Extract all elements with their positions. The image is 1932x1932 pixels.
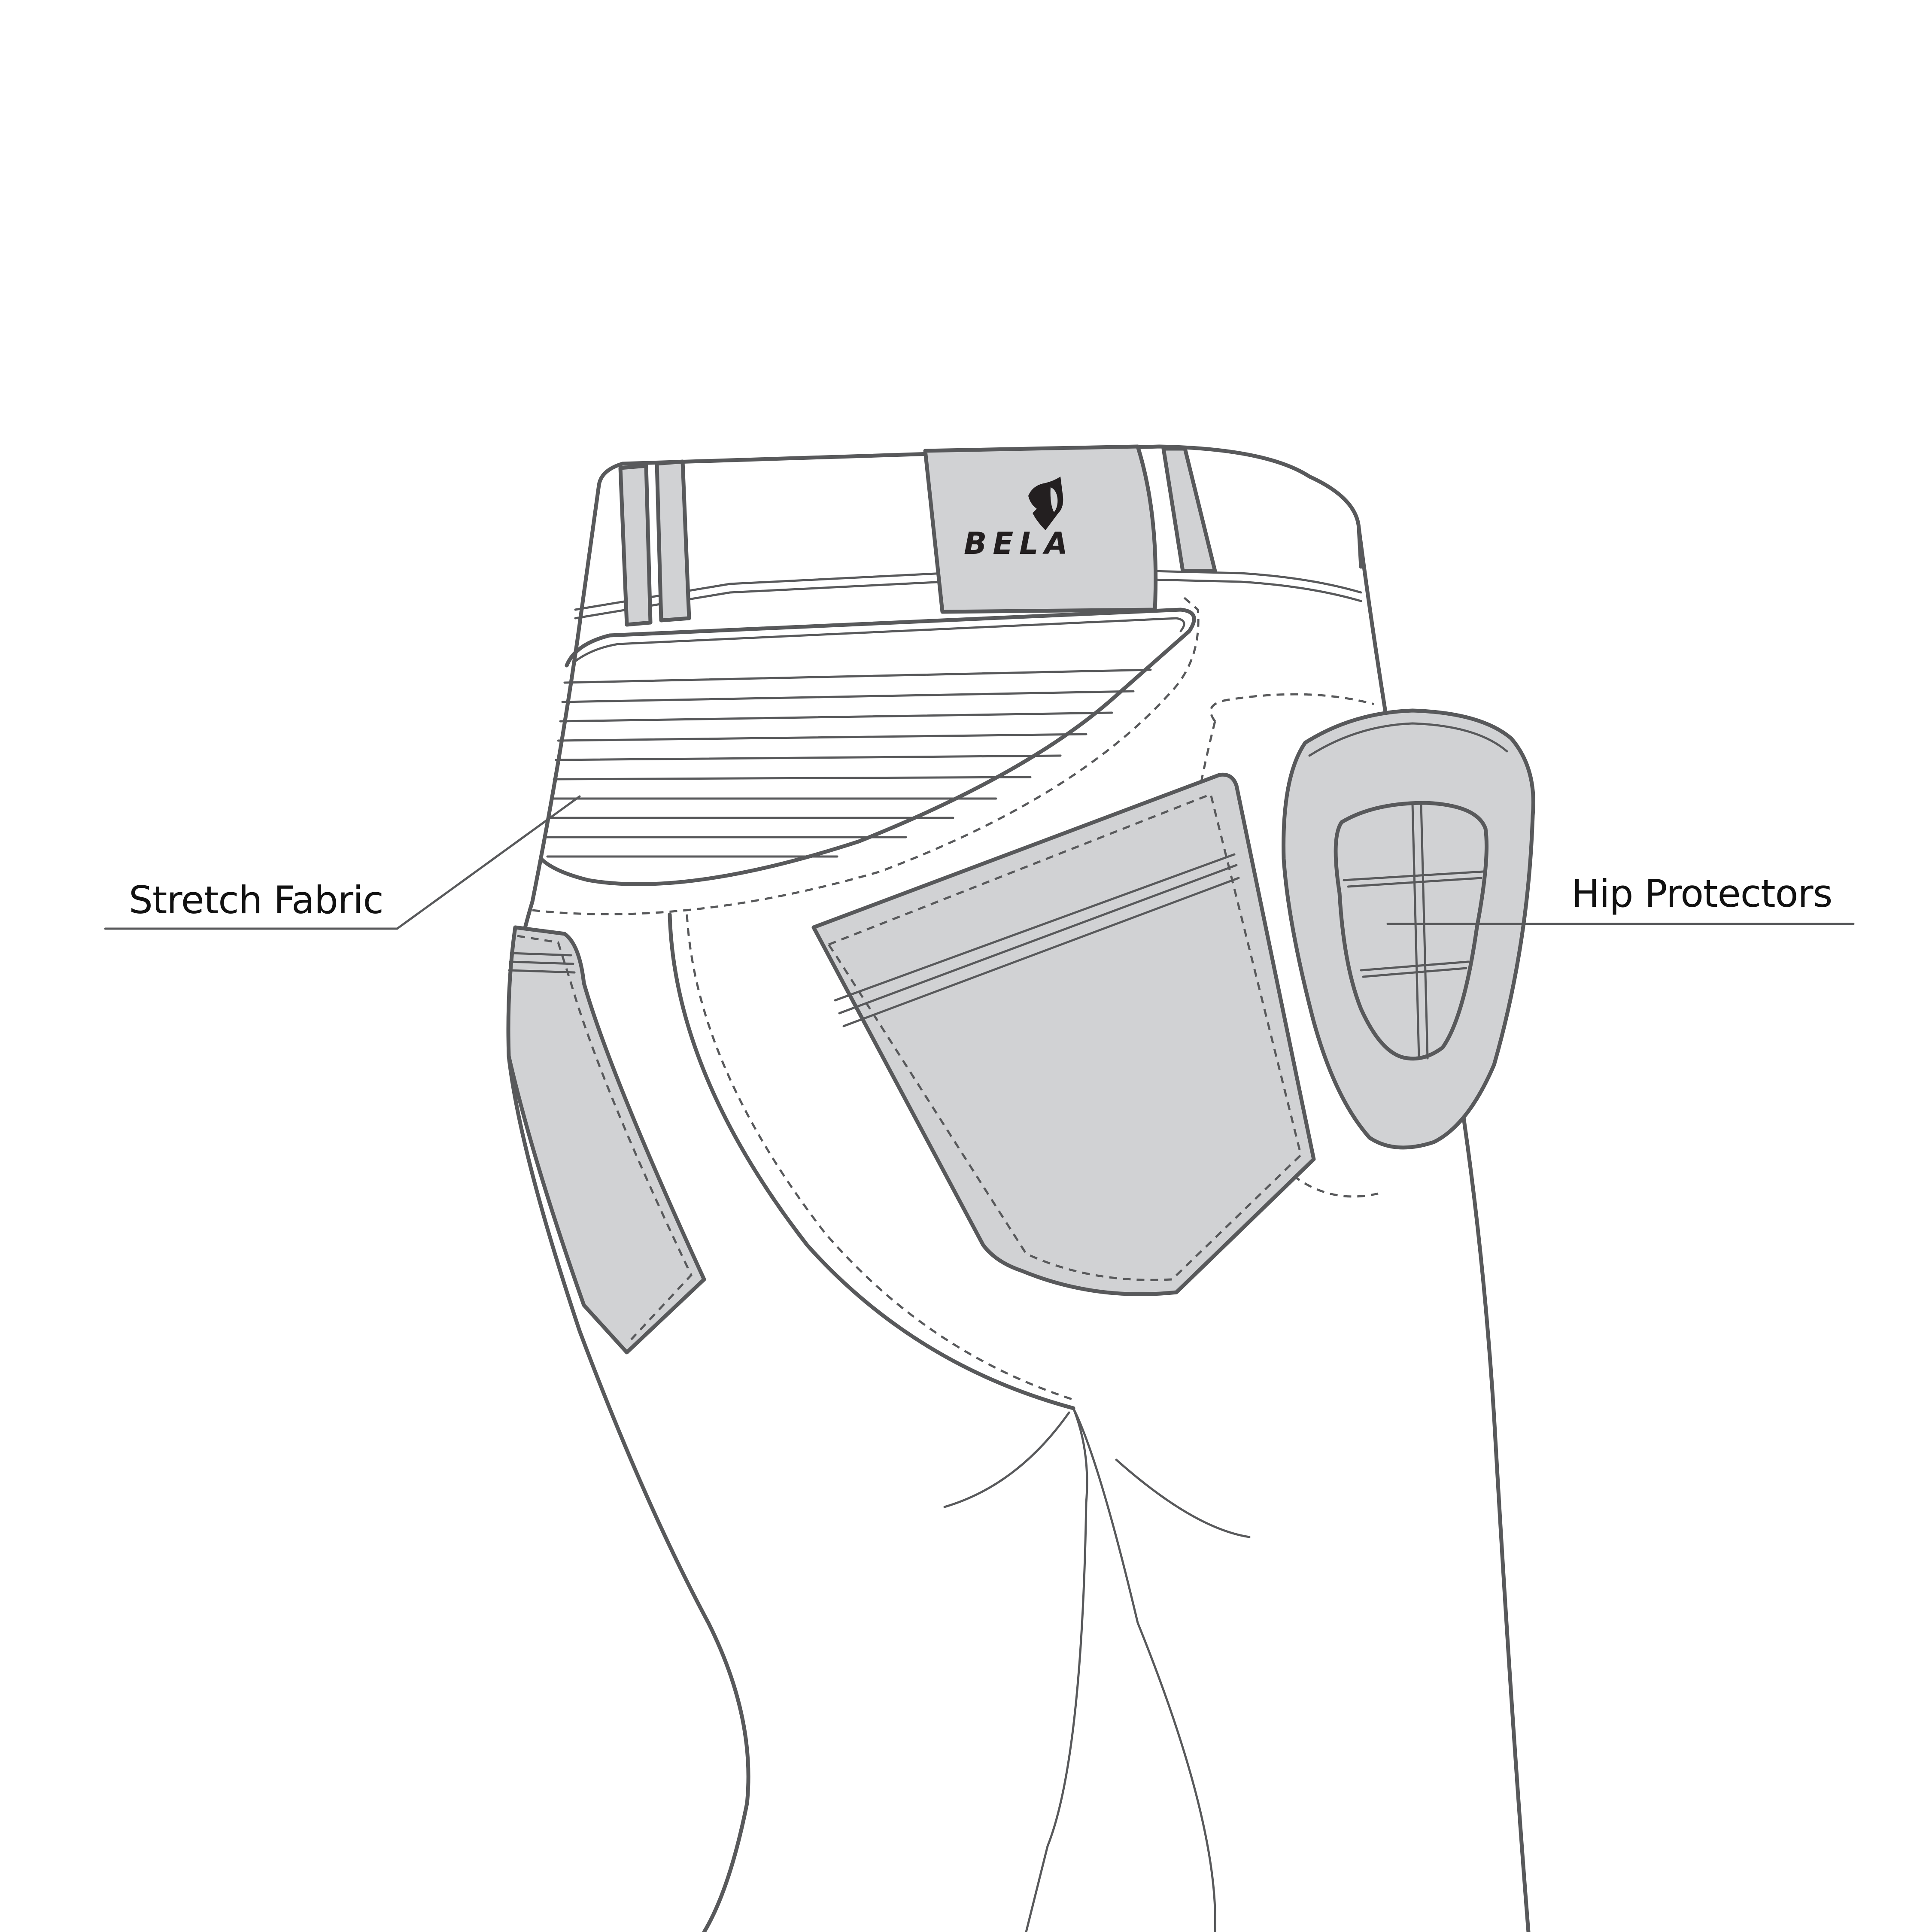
brand-logo-text: BELA	[964, 526, 1074, 561]
callout-leaders	[104, 795, 1855, 930]
waistband	[574, 444, 1363, 642]
hip-protector	[1282, 708, 1535, 1150]
stretch-fabric-leader-line	[104, 795, 581, 930]
back-pocket	[811, 772, 1316, 1296]
stretch-fabric-panel	[532, 594, 1200, 915]
belt-loop	[655, 459, 691, 623]
side-pocket	[506, 925, 706, 1355]
belt-loop	[1161, 447, 1217, 573]
belt-loop	[618, 464, 653, 627]
brand-label-patch	[923, 444, 1158, 614]
hip-protectors-label: Hip Protectors	[1571, 872, 1832, 916]
bear-head-icon	[1028, 477, 1063, 530]
pants-outline	[507, 526, 1531, 1932]
stretch-fabric-label: Stretch Fabric	[129, 878, 384, 922]
